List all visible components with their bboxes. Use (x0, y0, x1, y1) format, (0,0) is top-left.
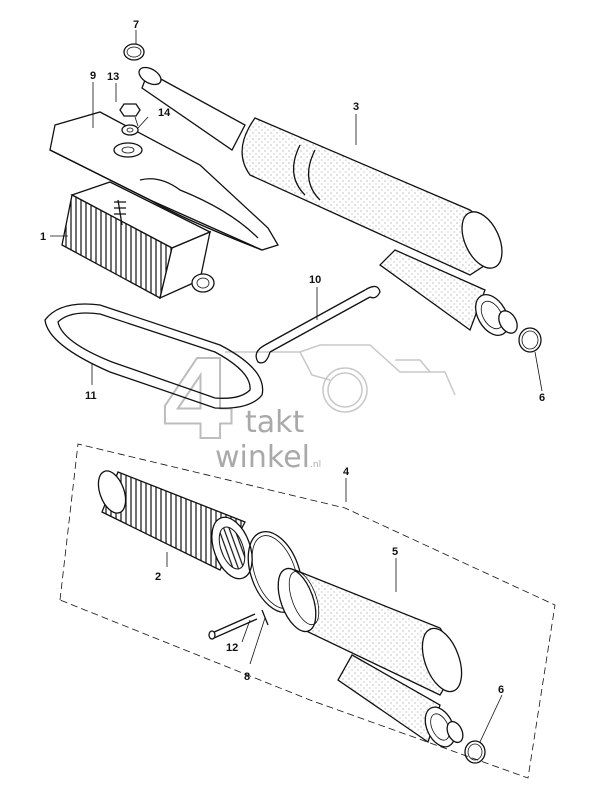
label-7: 7 (133, 19, 139, 31)
part-1-filter-box (61, 181, 215, 300)
part-3-intake-tube (138, 66, 518, 336)
watermark-line1: takt (245, 405, 305, 440)
part-labels: 7 9 13 14 3 1 10 11 6 4 5 2 12 8 6 (40, 19, 545, 696)
label-12: 12 (226, 642, 238, 654)
part-6-o-ring-lower (464, 740, 486, 764)
label-10: 10 (309, 274, 321, 286)
label-11: 11 (85, 390, 97, 402)
part-7-o-ring (123, 43, 145, 61)
part-6-o-ring-upper (518, 327, 542, 353)
watermark: 4 takt winkel .nl (159, 335, 456, 475)
label-1: 1 (40, 231, 46, 243)
label-6-upper: 6 (539, 392, 545, 404)
label-8: 8 (244, 671, 250, 683)
leader-lines (50, 30, 543, 743)
motorcycle-silhouette-icon (225, 344, 456, 413)
part-10-spring-clip (255, 285, 381, 364)
watermark-line2: winkel (215, 440, 310, 475)
label-13: 13 (107, 71, 119, 83)
part-12-screw (208, 613, 258, 640)
part-2-filter-cartridge (97, 470, 253, 580)
watermark-suffix: .nl (310, 460, 321, 470)
part-13-nut (119, 103, 141, 117)
label-6-lower: 6 (498, 684, 504, 696)
part-9-case-cover (49, 111, 279, 251)
assembly-4-outline (59, 443, 556, 779)
label-2: 2 (155, 571, 161, 583)
part-11-gasket (44, 303, 264, 409)
label-4: 4 (343, 466, 350, 478)
label-3: 3 (353, 101, 359, 113)
label-14: 14 (158, 107, 171, 119)
part-14-washer (121, 124, 139, 136)
part-5-lower-case (277, 567, 464, 748)
label-5: 5 (392, 546, 398, 558)
watermark-number: 4 (160, 336, 237, 464)
label-9: 9 (90, 70, 96, 82)
